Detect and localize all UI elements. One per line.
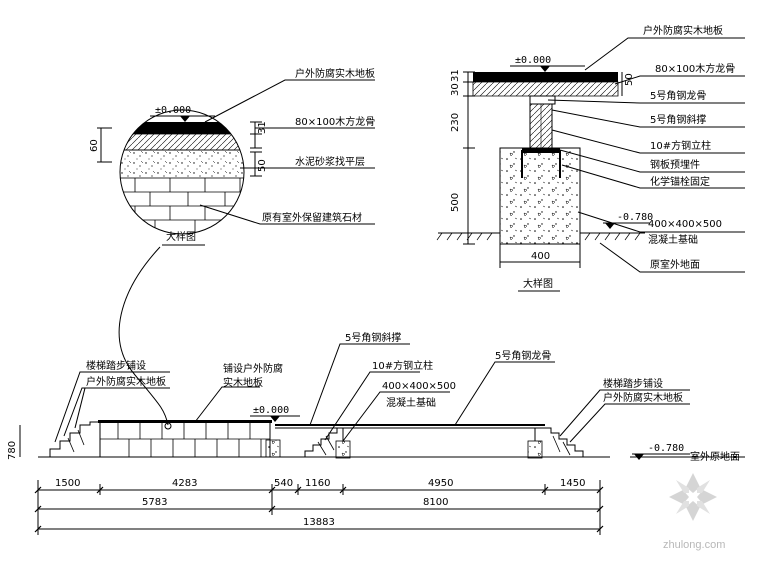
dim-8100: 8100 [423, 497, 448, 508]
section-caption: 大样图 [523, 277, 553, 290]
section-callout-3: 5号角钢龙骨 [650, 89, 706, 102]
detail-callout-4: 原有室外保留建筑石材 [262, 211, 362, 224]
footing-2 [527, 440, 543, 459]
section-dim-400: 400 [531, 251, 550, 262]
dim-1160: 1160 [305, 478, 330, 489]
section-elev-ground: -0.780 [617, 212, 653, 223]
dim-5783: 5783 [142, 497, 167, 508]
footing-1 [335, 440, 351, 459]
deck-board [120, 122, 244, 134]
left-margin-dim: 780 [7, 441, 18, 460]
elev-triangle-icon [605, 223, 615, 229]
detail-callout-2: 80×100木方龙骨 [295, 115, 375, 128]
section-detail: ±0.000 -0.780 30 31 230 500 [436, 24, 745, 292]
elev-ground-label: -0.780 [648, 443, 684, 454]
dim-60-left: 60 [89, 139, 100, 152]
elev-left-label-1: 楼梯踏步铺设 [86, 359, 146, 372]
left-stairs [49, 421, 100, 457]
dim-13883: 13883 [303, 517, 335, 528]
section-callout-9: 混凝土基础 [648, 233, 698, 246]
elev-triangle-icon [270, 416, 280, 422]
elev-found-label-1: 400×400×500 [382, 381, 456, 392]
elev-triangle-icon [634, 454, 644, 460]
section-callout-5: 10#方钢立柱 [650, 139, 711, 152]
wood-keel-layer [120, 133, 244, 151]
concrete-footing [499, 147, 581, 245]
dimension-lines: 1500 4283 540 1160 4950 1450 5783 8100 1… [34, 478, 604, 535]
elev-angle-label: 5号角钢斜撑 [345, 331, 401, 344]
detail-elev-label: ±0.000 [155, 105, 191, 116]
elev-mid-label-2: 实木地板 [223, 376, 263, 389]
elev-right-label-1: 楼梯踏步铺设 [603, 377, 663, 390]
section-dim-30: 30 [450, 83, 461, 96]
stone-wall [99, 421, 271, 458]
elev-left-label-2: 户外防腐实木地板 [86, 375, 166, 388]
dim-1450: 1450 [560, 478, 585, 489]
section-deck [473, 72, 618, 82]
right-stairs [545, 427, 584, 457]
dim-4950: 4950 [428, 478, 453, 489]
section-dim-230: 230 [450, 113, 461, 132]
section-callout-1: 户外防腐实木地板 [643, 24, 723, 37]
dim-4283: 4283 [172, 478, 197, 489]
elev-triangle-icon [540, 66, 550, 72]
elev-mid-label-1: 铺设户外防腐 [223, 362, 283, 375]
detail-callout-3: 水泥砂浆找平层 [295, 155, 365, 168]
section-dim-500: 500 [450, 193, 461, 212]
section-dim-31: 31 [450, 69, 461, 82]
elev-keel-label: 5号角钢龙骨 [495, 349, 551, 362]
elev-right-label-2: 户外防腐实木地板 [603, 391, 683, 404]
section-callout-6: 钢板预埋件 [650, 158, 700, 171]
dim-50: 50 [257, 159, 268, 172]
dim-1500: 1500 [55, 478, 80, 489]
elevation: ±0.000 -0.780 室外原地面 780 楼梯踏步铺设 户外防腐实木地板 … [7, 331, 745, 463]
elev-found-label-2: 混凝土基础 [386, 396, 436, 409]
elev-triangle-icon [180, 116, 190, 122]
mortar-layer [120, 149, 244, 179]
section-callout-4: 5号角钢斜撑 [650, 113, 706, 126]
ground-label: 室外原地面 [690, 450, 740, 463]
dim-540: 540 [274, 478, 293, 489]
section-callout-7: 化学锚栓固定 [650, 175, 710, 188]
detail-reference-curve [118, 246, 169, 426]
section-callout-8: 400×400×500 [648, 219, 722, 230]
section-elev-top: ±0.000 [515, 55, 551, 66]
section-callout-10: 原室外地面 [650, 258, 700, 271]
elev-post-label: 10#方钢立柱 [372, 359, 433, 372]
section-keel [472, 81, 619, 97]
stone-layer [120, 178, 244, 234]
detail-callout-1: 户外防腐实木地板 [295, 67, 375, 80]
watermark-logo [669, 473, 717, 521]
watermark-text: zhulong.com [663, 539, 725, 551]
inner-stairs [304, 428, 338, 457]
section-callout-2: 80×100木方龙骨 [655, 62, 735, 75]
detail-caption: 大样图 [166, 230, 196, 243]
elev-zero-label: ±0.000 [253, 405, 289, 416]
